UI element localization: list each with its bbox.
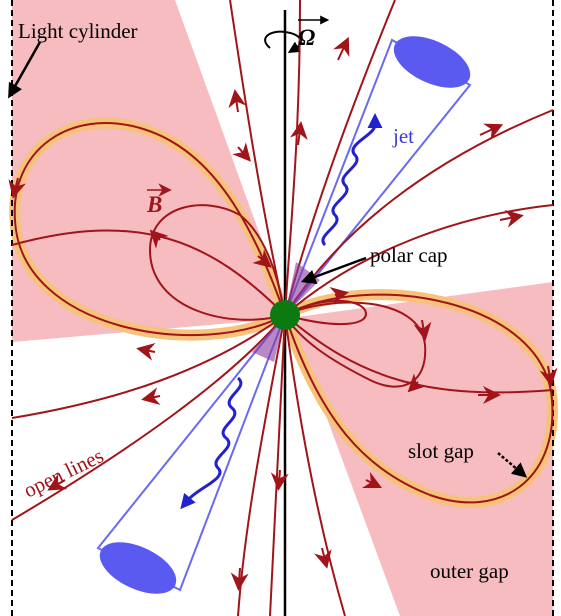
polar-cap-pointer [300, 256, 367, 284]
outer-gap-label: outer gap [430, 559, 509, 583]
neutron-star [270, 300, 300, 330]
field-line-open-down-1 [269, 314, 286, 616]
slot-gap-pointer [497, 452, 528, 478]
field-line-open-down-6 [284, 314, 554, 394]
field-line-open-down-5 [11, 314, 286, 419]
light-cylinder-label: Light cylinder [18, 19, 138, 43]
field-line-open-up-1 [284, 0, 301, 316]
slot-gap-label: slot gap [408, 439, 474, 463]
open-lines-label: open lines [20, 443, 108, 502]
jet-cone-upper [284, 36, 472, 316]
jet-wave-lower [180, 376, 243, 510]
light-cylinder-pointer [8, 41, 42, 99]
omega-label: Ω [298, 25, 315, 50]
field-line-small-right-loop [284, 299, 367, 325]
b-field-label: B [146, 192, 162, 217]
jet-label: jet [392, 124, 414, 148]
field-line-arrows [8, 36, 558, 591]
rotation-arrow-icon [264, 30, 302, 53]
field-line-right-loop [284, 293, 554, 504]
field-line-open-up-2 [229, 0, 286, 316]
field-line-open-down-4 [11, 314, 286, 521]
polar-cap-label: polar cap [370, 243, 448, 267]
outer-gap-region-right [290, 282, 553, 616]
outer-gap-region-left [12, 0, 290, 342]
field-line-open-down-3 [284, 314, 346, 616]
jet-wave-upper [321, 113, 383, 247]
field-line-left-loop [13, 122, 286, 337]
jet-cone-lower [96, 314, 286, 594]
